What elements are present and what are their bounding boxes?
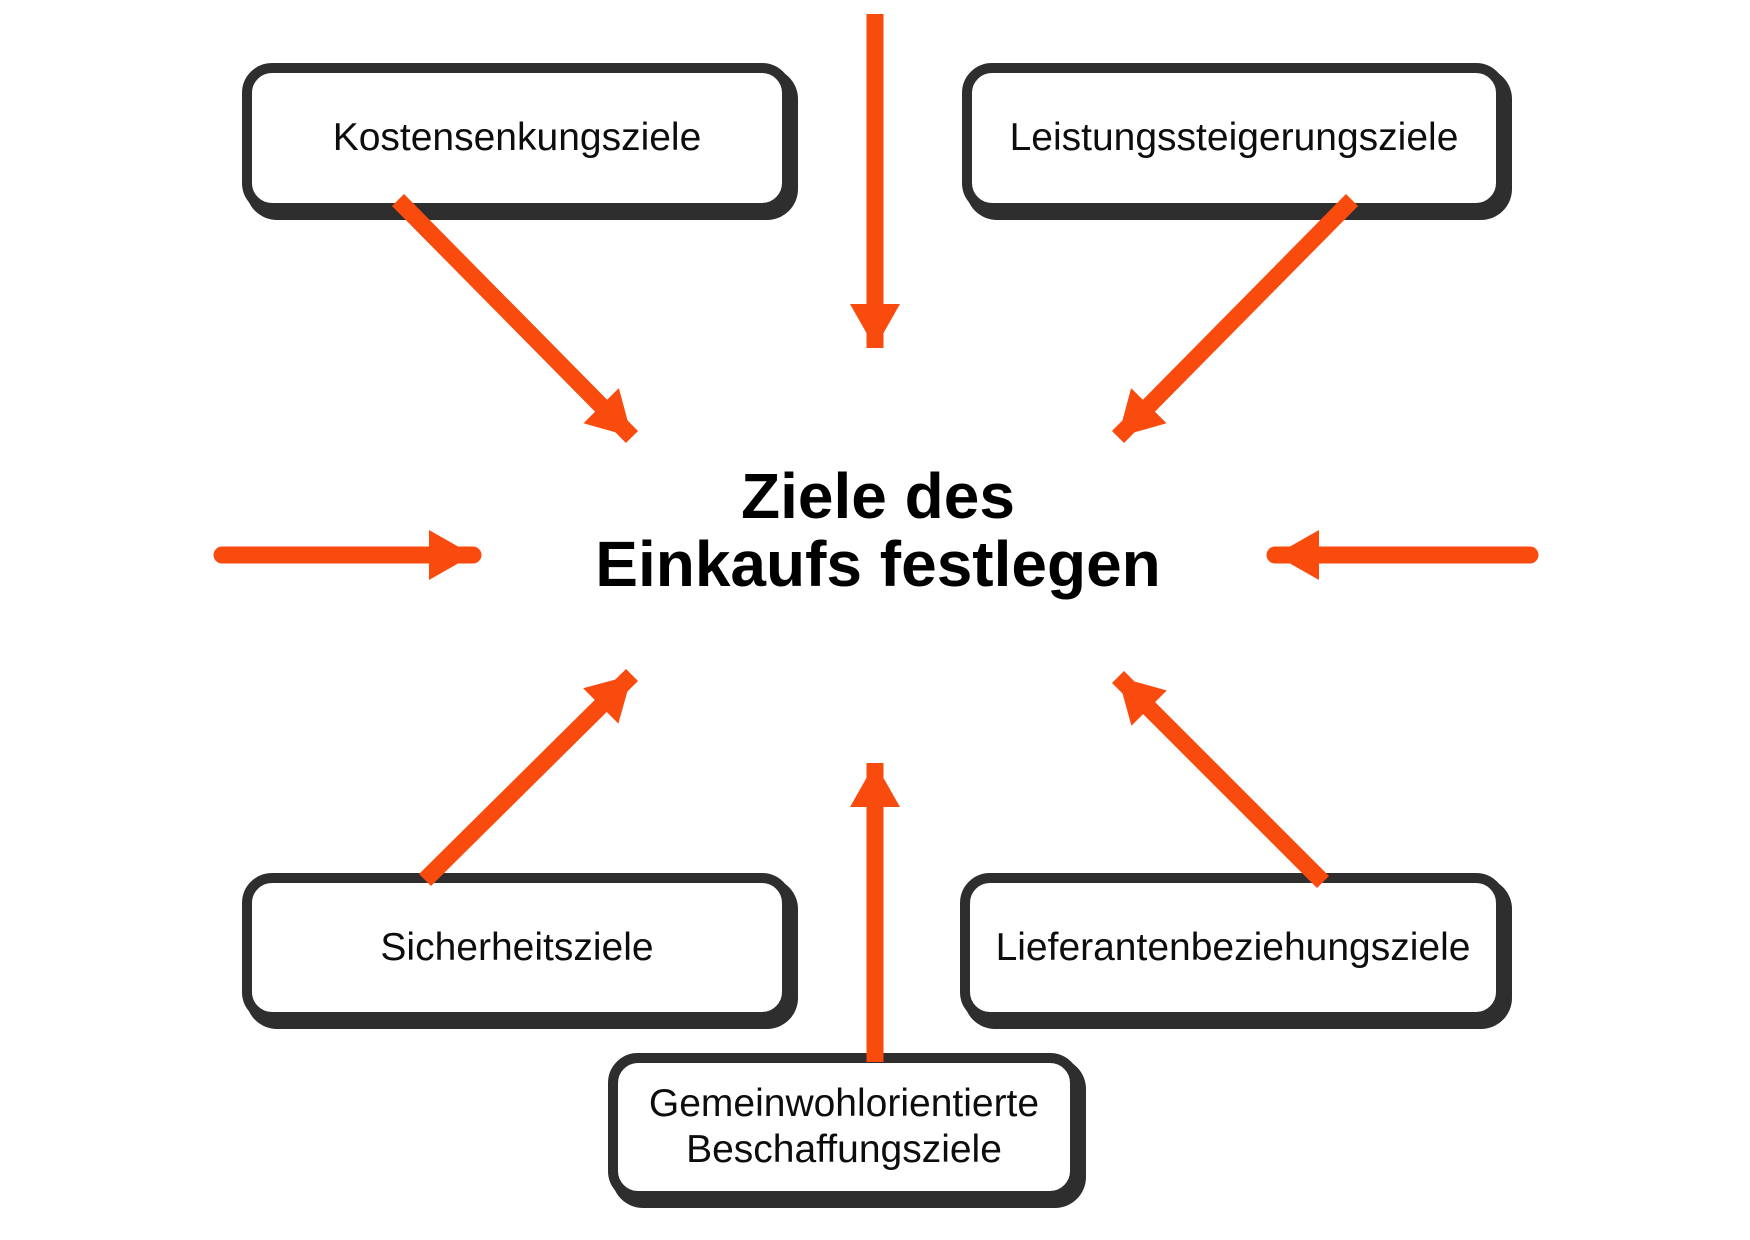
box-gemeinwohlorientierte-beschaffungsziele: Gemeinwohlorientierte Beschaffungsziele	[608, 1053, 1080, 1201]
box-sicherheitsziele: Sicherheitsziele	[242, 873, 792, 1022]
box-label-sicherheitsziele: Sicherheitsziele	[380, 925, 654, 969]
arrow-from-sicherheitsziele-icon	[419, 668, 638, 887]
arrow-from-leistungssteigerungsziele-icon	[1111, 194, 1359, 443]
arrow-from-lieferantenbeziehungsziele-icon	[1111, 670, 1330, 889]
box-kostensenkungsziele: Kostensenkungsziele	[242, 63, 792, 213]
box-label-leistungssteigerungsziele: Leistungssteigerungsziele	[1009, 116, 1459, 160]
arrow-from-kostensenkungsziele-icon	[391, 194, 639, 443]
box-lieferantenbeziehungsziele: Lieferantenbeziehungsziele	[960, 873, 1506, 1022]
diagram-center-title: Ziele des Einkaufs festlegen	[595, 460, 1161, 601]
box-label-kostensenkungsziele: Kostensenkungsziele	[332, 116, 702, 160]
box-label-gemeinwohlorientierte-beschaffungsziele: Gemeinwohlorientierte Beschaffungsziele	[648, 1082, 1040, 1171]
box-leistungssteigerungsziele: Leistungssteigerungsziele	[962, 63, 1506, 213]
box-label-lieferantenbeziehungsziele: Lieferantenbeziehungsziele	[995, 925, 1471, 969]
